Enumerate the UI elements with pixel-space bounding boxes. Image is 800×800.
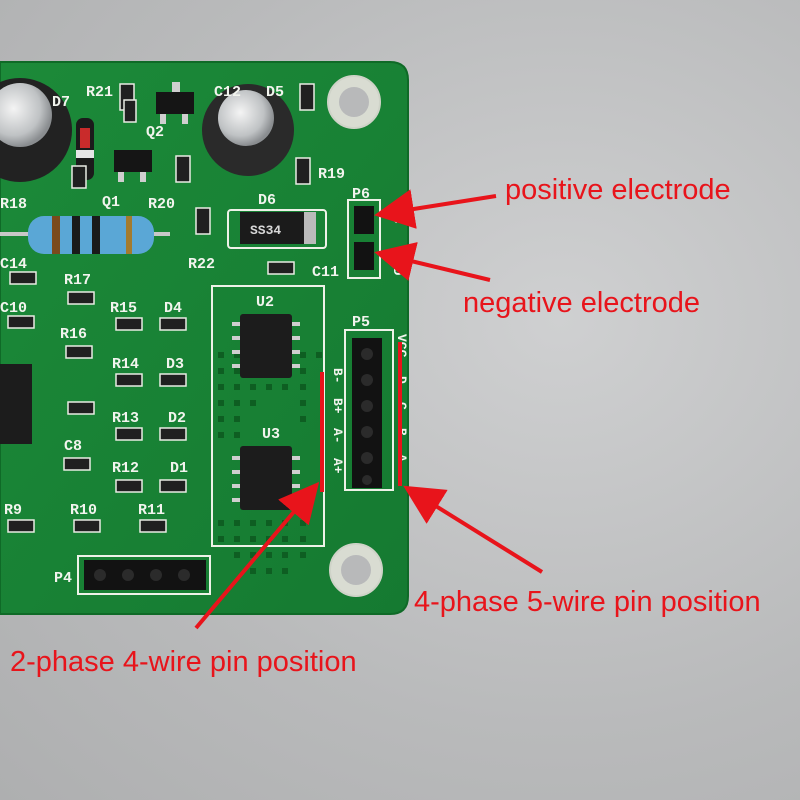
ic-chip xyxy=(0,364,32,444)
silk-label: C8 xyxy=(64,438,82,455)
diode xyxy=(76,118,94,180)
silk-label: R17 xyxy=(64,272,91,289)
silk-label: R18 xyxy=(0,196,27,213)
annotation-marks xyxy=(194,189,544,630)
mounting-hole xyxy=(329,543,383,597)
silk-label: P4 xyxy=(54,570,72,587)
silk-label: R20 xyxy=(148,196,175,213)
silk-label: R15 xyxy=(110,300,137,317)
silk-label: Q2 xyxy=(146,124,164,141)
callout-4-phase-5-wire: 4-phase 5-wire pin position xyxy=(414,586,761,618)
electrolytic-capacitor xyxy=(0,78,72,182)
mounting-hole xyxy=(327,75,381,129)
silk-label: A- xyxy=(330,428,345,444)
silk-label: R10 xyxy=(70,502,97,519)
silk-label: R22 xyxy=(188,256,215,273)
silk-label: SS34 xyxy=(250,223,281,238)
callout-negative-electrode: negative electrode xyxy=(463,287,700,319)
silk-label: P6 xyxy=(352,186,370,203)
silk-label: R16 xyxy=(60,326,87,343)
silk-label: C11 xyxy=(312,264,339,281)
silk-label: U2 xyxy=(256,294,274,311)
silk-label: R12 xyxy=(112,460,139,477)
silk-label: D3 xyxy=(166,356,184,373)
arrow-2phase xyxy=(194,481,320,630)
ic-chip xyxy=(232,446,300,510)
silk-label: U3 xyxy=(262,426,280,443)
header-p5 xyxy=(352,338,382,488)
silk-label: R14 xyxy=(112,356,139,373)
silk-label: R21 xyxy=(86,84,113,101)
transistor xyxy=(114,150,152,182)
schottky-diode xyxy=(240,212,316,244)
silk-label: R11 xyxy=(138,502,165,519)
header-p4 xyxy=(84,560,206,590)
silk-label: D6 xyxy=(258,192,276,209)
arrow-negative xyxy=(374,242,491,282)
silk-label: C10 xyxy=(0,300,27,317)
smd-resistors xyxy=(7,83,315,533)
silk-label: R19 xyxy=(318,166,345,183)
silk-label: B+ xyxy=(330,398,345,414)
silk-label: P5 xyxy=(352,314,370,331)
arrow-positive xyxy=(374,189,497,229)
silk-label: D4 xyxy=(164,300,182,317)
callout-2-phase-4-wire: 2-phase 4-wire pin position xyxy=(10,646,357,678)
silk-label: A+ xyxy=(330,458,345,474)
silk-label: B- xyxy=(330,368,345,384)
silk-label: C14 xyxy=(0,256,27,273)
silk-label: D2 xyxy=(168,410,186,427)
pcb-board xyxy=(0,61,409,615)
ic-chip xyxy=(232,314,300,378)
transistor xyxy=(156,82,194,124)
silk-label: R13 xyxy=(112,410,139,427)
silk-label: D5 xyxy=(266,84,284,101)
silk-label: R9 xyxy=(4,502,22,519)
via-grid xyxy=(218,352,322,574)
arrow-4phase xyxy=(403,485,544,574)
silk-label: D1 xyxy=(170,460,188,477)
resistor xyxy=(0,216,170,254)
callout-positive-electrode: positive electrode xyxy=(505,174,731,206)
silk-label: D7 xyxy=(52,94,70,111)
electrolytic-capacitor xyxy=(202,84,294,176)
silk-label: C12 xyxy=(214,84,241,101)
silk-label: Q1 xyxy=(102,194,120,211)
header-p6 xyxy=(354,206,374,270)
